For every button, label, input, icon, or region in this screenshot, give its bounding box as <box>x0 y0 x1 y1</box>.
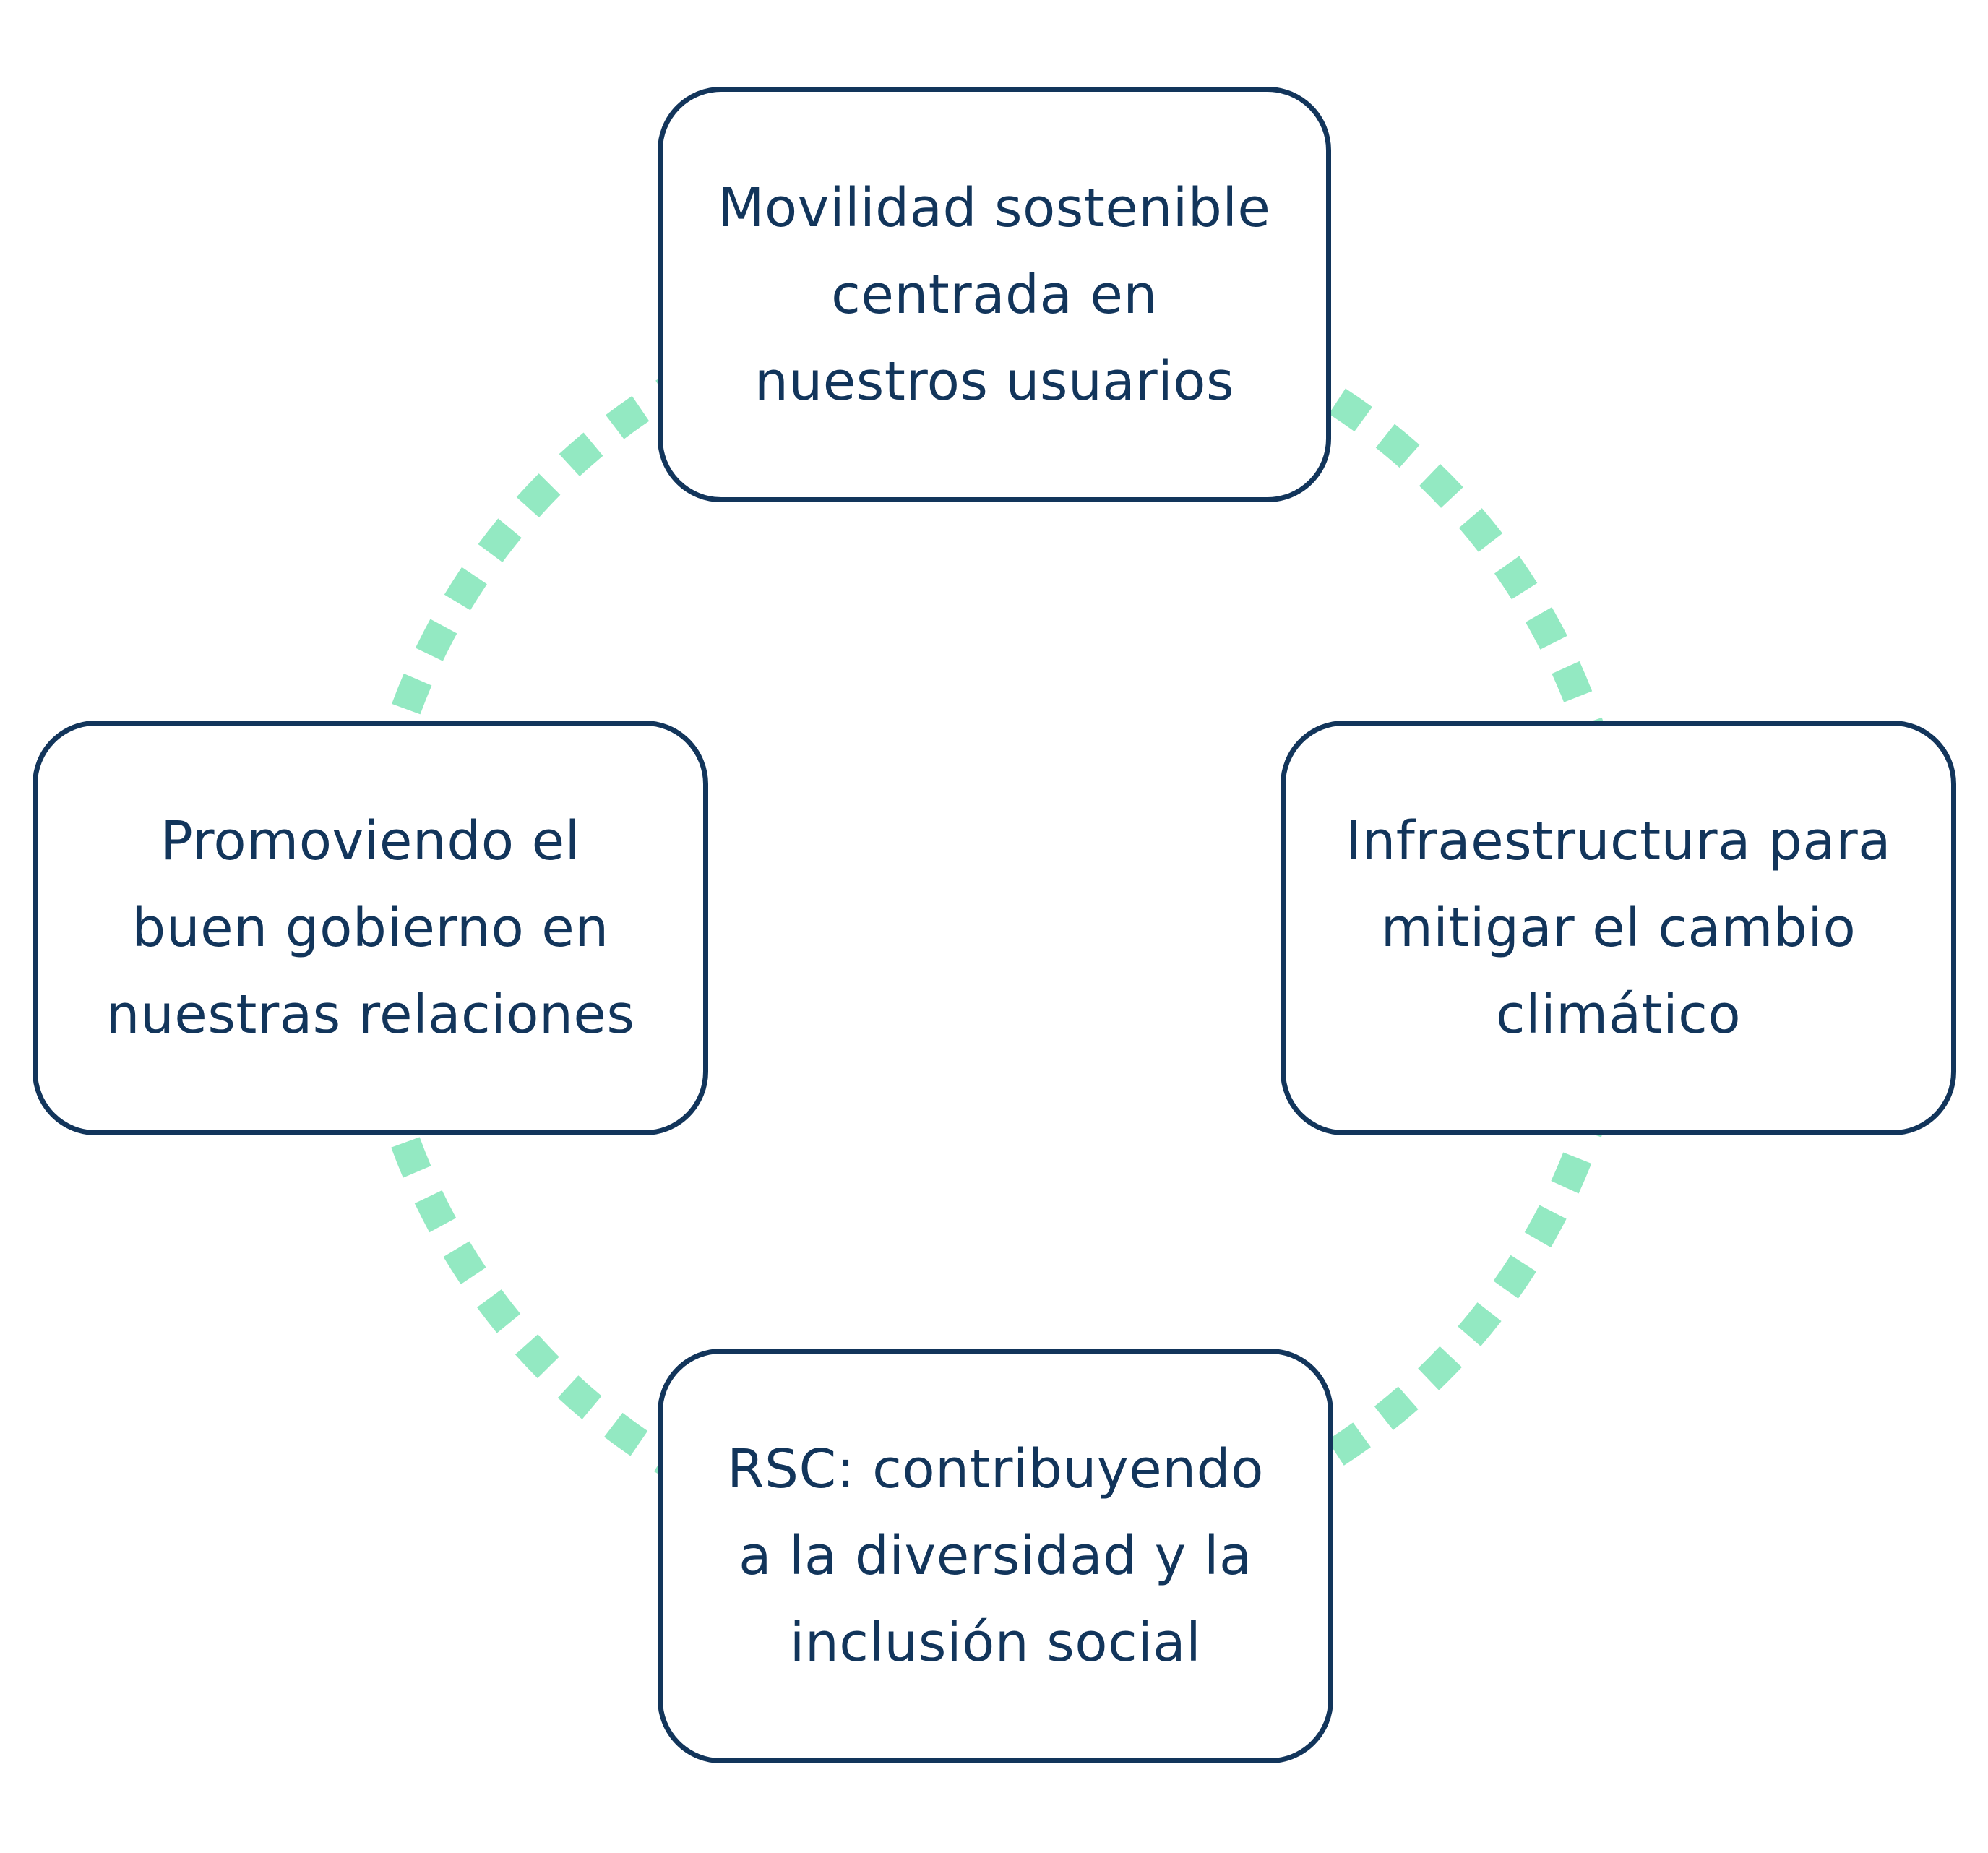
node-climate-infrastructure: Infraestructura para mitigar el cambio c… <box>1281 721 1956 1135</box>
node-good-governance-label: Promoviendo el buen gobierno en nuestras… <box>106 810 635 1046</box>
node-climate-infrastructure-label: Infraestructura para mitigar el cambio c… <box>1346 810 1891 1046</box>
node-sustainable-mobility: Movilidad sostenible centrada en nuestro… <box>658 87 1331 502</box>
node-csr-diversity-inclusion-label: RSC: contribuyendo a la diversidad y la … <box>727 1438 1264 1674</box>
node-sustainable-mobility-label: Movilidad sostenible centrada en nuestro… <box>718 176 1271 413</box>
node-csr-diversity-inclusion: RSC: contribuyendo a la diversidad y la … <box>658 1349 1333 1763</box>
node-good-governance: Promoviendo el buen gobierno en nuestras… <box>33 721 708 1135</box>
